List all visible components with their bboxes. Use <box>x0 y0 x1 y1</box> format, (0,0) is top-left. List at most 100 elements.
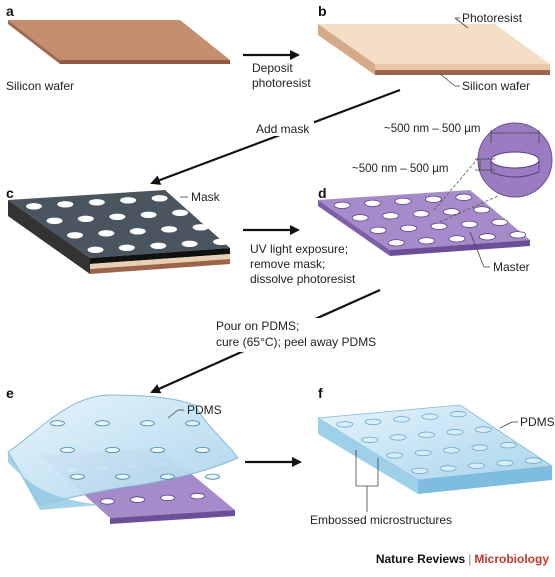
mask-hole <box>57 201 74 208</box>
pdms-microstructure <box>389 434 407 441</box>
master-post <box>400 224 418 232</box>
silicon-wafer-top <box>8 20 230 60</box>
pdms-microstructure <box>449 410 467 418</box>
dimension-side-label: ~500 nm – 500 µm <box>352 163 448 175</box>
master-post <box>333 201 351 209</box>
pdms-microstructure <box>474 426 492 433</box>
master-post <box>130 496 145 503</box>
master-post <box>160 494 175 502</box>
panel-f: f PDMS Embossed microstructures <box>310 385 555 527</box>
mask-hole <box>46 217 63 224</box>
mask-hole <box>213 238 230 245</box>
silicon-wafer-layer <box>375 70 550 75</box>
mask-hole <box>161 226 178 233</box>
dimension-top-label: ~500 nm – 500 µm <box>384 123 480 135</box>
panel-c-letter: c <box>6 185 14 201</box>
mask-hole <box>129 228 146 235</box>
panel-c: c Mask <box>6 185 230 274</box>
master-posts <box>333 193 527 247</box>
panel-d: d ~500 nm – 500 µm ~500 nm – 500 µm Mast… <box>318 122 553 274</box>
pdms-imprint <box>140 420 155 427</box>
pdms-imprint <box>50 420 65 427</box>
mask-hole <box>192 224 209 231</box>
silicon-wafer-label: Silicon wafer <box>6 79 74 93</box>
master-label: Master <box>493 260 530 274</box>
master-post <box>190 492 205 500</box>
pdms-imprint <box>115 473 130 480</box>
panel-d-letter: d <box>318 185 327 201</box>
pdms-microstructure <box>411 467 429 475</box>
master-post <box>473 206 491 214</box>
silicon-wafer-edge <box>60 60 230 64</box>
master-post <box>418 237 436 245</box>
pdms-imprint <box>105 446 120 453</box>
pdms-sheet <box>7 394 239 506</box>
panel-e: e PDMS <box>6 385 239 524</box>
master-post <box>478 233 496 241</box>
mask-hole <box>77 215 94 222</box>
mask-hole <box>67 232 83 239</box>
pdms-microstructure <box>446 428 464 436</box>
pdms-microstructure <box>499 441 517 449</box>
step-pour-line2: cure (65°C); peel away PDMS <box>216 335 376 349</box>
pdms-imprint <box>205 473 220 480</box>
mask-hole <box>140 211 157 218</box>
pdms-microstructure <box>393 416 410 423</box>
master-post <box>509 231 527 239</box>
mask-hole <box>98 230 115 237</box>
panel-e-letter: e <box>6 385 14 401</box>
pdms-microstructure <box>468 462 485 469</box>
step-uv-line1: UV light exposure; <box>250 242 348 256</box>
pdms-label-f: PDMS <box>520 415 555 429</box>
mask-holes <box>26 195 230 253</box>
step-uv-line3: dissolve photoresist <box>250 272 356 286</box>
footer-credit: Nature Reviews|Microbiology <box>375 552 549 566</box>
pdms-microstructure <box>439 465 457 472</box>
arrow-add-mask <box>150 88 401 185</box>
mask-hole <box>26 203 42 210</box>
photoresist-layer-top <box>318 24 550 64</box>
mask-hole <box>88 199 105 206</box>
mask-hole <box>172 209 189 216</box>
pdms-microstructure <box>418 431 435 438</box>
panel-a-letter: a <box>6 3 14 19</box>
pdms-microstructure <box>471 444 489 451</box>
pdms-microstructure <box>421 413 439 420</box>
embossed-label: Embossed microstructures <box>310 513 452 527</box>
mask-hole <box>151 195 168 202</box>
master-post <box>460 220 478 228</box>
silicon-wafer-label-b: Silicon wafer <box>462 79 530 93</box>
footer-subject: Microbiology <box>474 552 549 566</box>
panel-a: a Silicon wafer <box>6 3 230 93</box>
pdms-microstructure <box>336 421 354 428</box>
master-post <box>369 226 387 234</box>
mask-hole <box>109 213 126 220</box>
master-post <box>394 197 412 205</box>
master-post <box>364 199 382 207</box>
mask-hole <box>181 240 198 247</box>
pdms-microstructure <box>364 418 382 426</box>
photoresist-label: Photoresist <box>462 11 523 25</box>
pdms-microstructure <box>386 452 404 459</box>
footer-journal: Nature Reviews <box>375 552 466 566</box>
pdms-label-e: PDMS <box>187 403 222 417</box>
mask-hole <box>120 197 137 204</box>
master-post <box>351 214 369 222</box>
master-post <box>442 208 460 216</box>
master-post <box>424 195 442 203</box>
panel-f-letter: f <box>318 385 323 401</box>
pdms-microstructure <box>414 449 432 457</box>
pdms-microstructure <box>496 459 514 467</box>
pdms-imprint <box>185 420 200 427</box>
pdms-imprint <box>160 473 175 480</box>
master-post <box>382 212 400 220</box>
pdms-e-imprints <box>50 420 220 480</box>
pdms-imprint <box>95 420 110 427</box>
panel-b-letter: b <box>318 3 327 19</box>
pdms-imprint <box>150 446 165 453</box>
master-post <box>491 218 509 226</box>
mask-label: Mask <box>191 190 221 204</box>
mask-hole <box>118 244 135 251</box>
pdms-imprint <box>195 446 210 453</box>
master-post <box>448 235 466 243</box>
